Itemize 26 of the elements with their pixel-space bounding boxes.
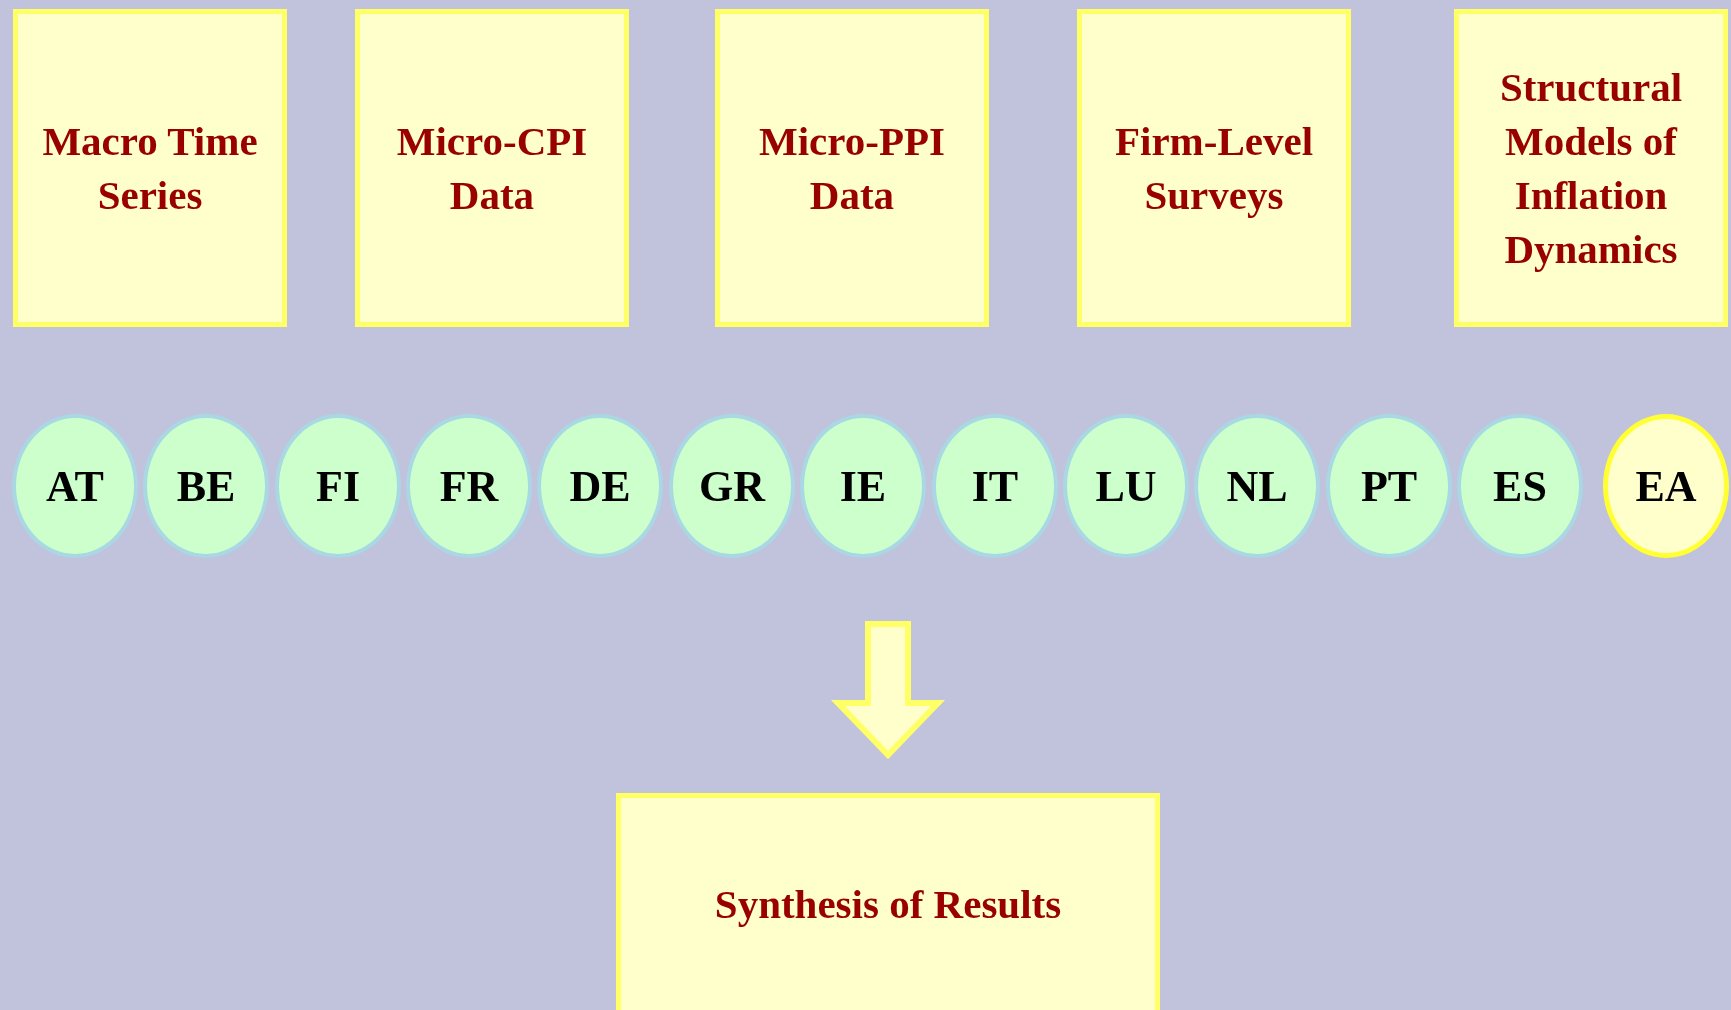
data-source-box [1454,9,1728,327]
box-label: Firm-Level Surveys [1113,116,1315,220]
data-source-box [1077,9,1351,327]
country-code: PT [1360,460,1418,512]
country-code: EA [1635,460,1697,512]
data-source-box [715,9,989,327]
country-code: GR [699,460,765,512]
box-label: Synthesis of Results [713,879,1063,929]
country-code: LU [1095,460,1157,512]
country-code: FI [316,460,360,512]
result-box [616,793,1160,1010]
block-arrow [830,621,946,760]
data-source-box [13,9,287,327]
country-code: IE [839,460,887,512]
country-code: FR [439,460,499,512]
box-label: Micro-PPI Data [758,116,946,220]
box-label: Macro Time Series [41,116,259,220]
country-code: DE [569,460,631,512]
country-code: ES [1493,460,1547,512]
box-label: Micro-CPI Data [395,116,589,220]
country-code: BE [176,460,236,512]
country-code: AT [46,460,104,512]
box-label: Structural Models of Inflation Dynamics [1498,62,1684,275]
country-code: IT [971,460,1019,512]
country-code: NL [1226,460,1288,512]
data-source-box [355,9,629,327]
